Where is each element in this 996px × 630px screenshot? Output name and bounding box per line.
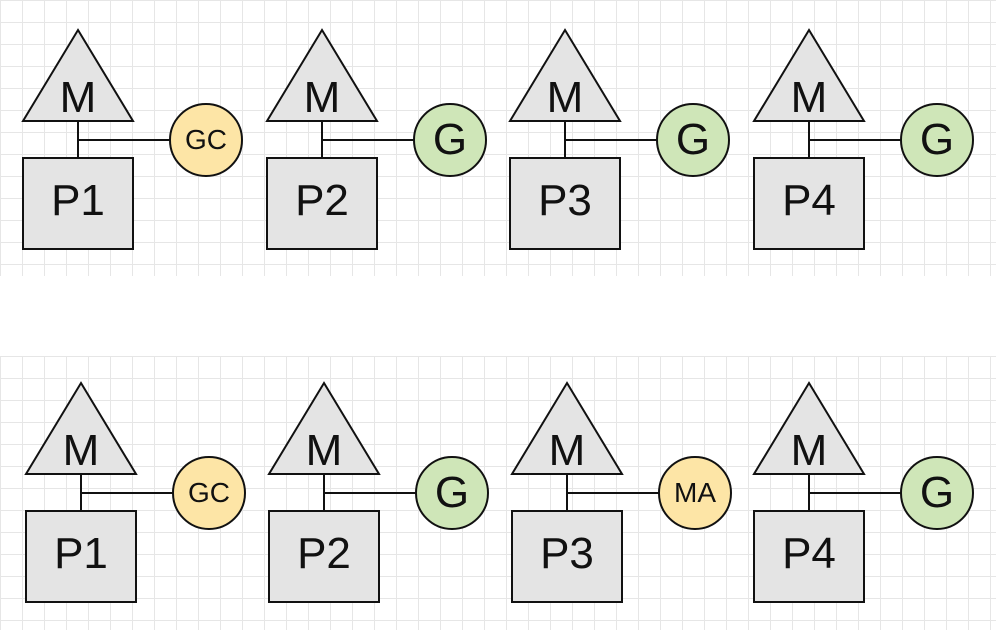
processor-box [268, 510, 380, 603]
goroutine-label: MA [674, 477, 716, 508]
processor-box [509, 157, 621, 250]
goroutine-circle [656, 103, 730, 177]
machine-triangle [24, 381, 138, 475]
goroutine-circle [900, 103, 974, 177]
processor-box [753, 510, 865, 603]
machine-triangle [752, 381, 866, 475]
goroutine-label: G [920, 115, 954, 164]
processor-label: P1 [54, 529, 108, 578]
processor-box [266, 157, 378, 250]
grid-background-top [0, 0, 996, 276]
processor-label: P3 [538, 176, 592, 225]
machine-label: M [547, 73, 584, 122]
machine-label: M [791, 73, 828, 122]
machine-triangle [267, 381, 381, 475]
gmp-unit-p2: M P2 G [267, 381, 489, 603]
processor-box [511, 510, 623, 603]
gmp-unit-p4: M P4 G [752, 381, 974, 603]
processor-label: P2 [295, 176, 349, 225]
gmp-unit-p3: M P3 G [508, 28, 730, 250]
processor-label: P1 [51, 176, 105, 225]
machine-triangle [508, 28, 622, 122]
machine-triangle [510, 381, 624, 475]
machine-label: M [60, 73, 97, 122]
gmp-unit-p1: M P1 GC [21, 28, 243, 250]
machine-label: M [549, 426, 586, 475]
gmp-unit-p3: M P3 MA [510, 381, 732, 603]
goroutine-circle [900, 456, 974, 530]
goroutine-label: G [433, 115, 467, 164]
machine-label: M [791, 426, 828, 475]
machine-label: M [306, 426, 343, 475]
goroutine-label: GC [188, 477, 230, 508]
processor-label: P2 [297, 529, 351, 578]
goroutine-label: G [676, 115, 710, 164]
goroutine-circle [172, 456, 246, 530]
machine-label: M [63, 426, 100, 475]
goroutine-circle [415, 456, 489, 530]
machine-label: M [304, 73, 341, 122]
goroutine-label: G [920, 468, 954, 517]
processor-box [22, 157, 134, 250]
gmp-unit-p2: M P2 G [265, 28, 487, 250]
processor-label: P4 [782, 529, 836, 578]
goroutine-circle [169, 103, 243, 177]
processor-box [25, 510, 137, 603]
row-1: M P1 GC M P2 G M P3 G M P4 G [21, 28, 974, 250]
processor-box [753, 157, 865, 250]
row-2: M P1 GC M P2 G M P3 MA M P4 G [24, 381, 974, 603]
processor-label: P4 [782, 176, 836, 225]
goroutine-circle [658, 456, 732, 530]
machine-triangle [21, 28, 135, 122]
gmp-unit-p1: M P1 GC [24, 381, 246, 603]
machine-triangle [265, 28, 379, 122]
goroutine-label: GC [185, 124, 227, 155]
processor-label: P3 [540, 529, 594, 578]
machine-triangle [752, 28, 866, 122]
goroutine-label: G [435, 468, 469, 517]
gmp-unit-p4: M P4 G [752, 28, 974, 250]
goroutine-circle [413, 103, 487, 177]
